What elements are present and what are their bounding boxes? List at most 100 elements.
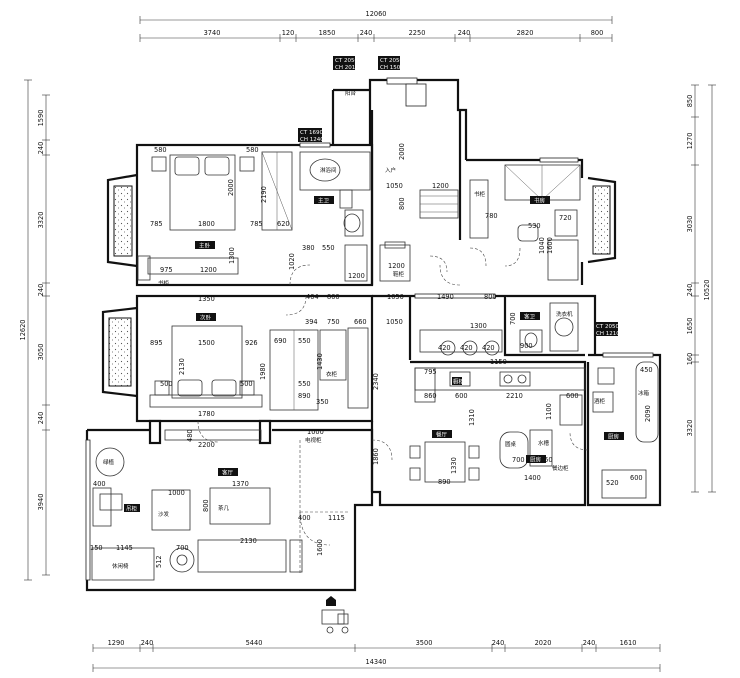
room-bath-b: 客卫 [524, 313, 536, 321]
note-wardrobe: 衣柜 [326, 370, 338, 378]
m580b: 580 [246, 146, 259, 154]
top-dimensions: 12060 3740 120 1850 240 2250 240 2820 80… [139, 10, 613, 42]
m2340: 2340 [372, 373, 380, 390]
dim-left-2: 3320 [37, 212, 45, 229]
dim-top-1: 120 [282, 29, 295, 37]
m895: 895 [150, 339, 163, 347]
m800d: 800 [202, 499, 210, 512]
m500a: 500 [160, 380, 173, 388]
dim-top-0: 3740 [204, 29, 221, 37]
m404: 404 [306, 293, 319, 301]
m1370: 1370 [232, 480, 249, 488]
m700a: 700 [509, 312, 517, 325]
m1310: 1310 [468, 409, 476, 426]
m1400: 1400 [524, 474, 541, 482]
tag-3b: CH 1240 [300, 137, 324, 143]
dim-top-5: 240 [458, 29, 471, 37]
note-tea: 茶几 [218, 504, 230, 512]
note-desk: 书柜 [158, 279, 170, 287]
kitchen-a-fixtures: 795 860 600 2210 600 1100 橱柜 水槽 [414, 367, 586, 447]
m1860: 1860 [372, 448, 380, 465]
entry-area: 阳台 入户 1050 1200 800 2000 1200 鞋柜 [345, 89, 459, 282]
bath-a-fixtures: 淋浴间 主卫 380 550 1020 1200 [288, 151, 371, 282]
note-balcony: 阳台 [345, 89, 357, 97]
m800a: 800 [398, 197, 406, 210]
m1200c: 1200 [388, 262, 405, 270]
m350: 350 [316, 398, 329, 406]
m550c: 550 [298, 380, 311, 388]
dim-left-4: 3050 [37, 344, 45, 361]
note-tv-a: 电视柜 [305, 436, 322, 444]
dim-left-0: 1590 [37, 110, 45, 127]
m1600: 1600 [546, 237, 554, 254]
m500b: 500 [240, 380, 253, 388]
m1115: 1115 [328, 514, 345, 522]
note-note-b: 酒柜 [594, 397, 606, 405]
m1050b: 1050 [387, 293, 404, 301]
corridor-dims: 404 800 1050 1490 800 394 750 660 1050 [305, 293, 497, 326]
m1500: 1500 [198, 339, 215, 347]
m2000a: 2000 [227, 179, 235, 196]
dim-left-6: 3940 [37, 494, 45, 511]
room-dining: 餐厅 [436, 431, 448, 439]
note-wash: 洗衣机 [556, 310, 573, 318]
m890b: 890 [438, 478, 451, 486]
living-furniture: 480 2200 1000 电视柜 绿植 客厅 吊柜 400 1370 1000… [90, 428, 350, 581]
dim-top-4: 2250 [409, 29, 426, 37]
m1600b: 1600 [316, 539, 324, 556]
m1020: 1020 [288, 253, 296, 270]
m550b: 550 [298, 337, 311, 345]
m2210: 2210 [506, 392, 523, 400]
note-sofa: 沙发 [158, 510, 170, 518]
m900: 900 [520, 342, 533, 350]
m2000b: 2000 [398, 143, 406, 160]
tag-1a: CT 2050 [335, 58, 358, 64]
m600b: 600 [566, 392, 579, 400]
dim-top-6: 2820 [517, 29, 534, 37]
m785b: 785 [250, 220, 263, 228]
m600c: 600 [630, 474, 643, 482]
m1000a: 1000 [307, 428, 324, 436]
m400b: 400 [298, 514, 311, 522]
m785a: 785 [150, 220, 163, 228]
m720: 720 [559, 214, 572, 222]
bottom-dimensions: 1290 240 5440 3500 240 2020 240 1610 143… [92, 639, 661, 672]
m650: 650 [540, 456, 553, 464]
dim-right-5: 160 [686, 353, 694, 366]
m480: 480 [186, 429, 194, 442]
m400: 400 [93, 480, 106, 488]
m860: 860 [424, 392, 437, 400]
note-note-c: 餐边柜 [552, 464, 569, 472]
m1350: 1350 [198, 295, 215, 303]
m926: 926 [245, 339, 258, 347]
note-entry: 入户 [385, 166, 396, 174]
dim-left-3: 240 [37, 284, 45, 297]
dim-bottom-4: 240 [492, 639, 505, 647]
m2190: 2190 [260, 186, 268, 203]
tag-2a: CT 2050 [380, 58, 403, 64]
dim-right-0: 850 [686, 95, 694, 108]
kitchen-b-fixtures: 厨房 450 2090 520 600 冰箱 酒柜 [592, 361, 659, 499]
m800c: 800 [484, 293, 497, 301]
m780: 780 [485, 212, 498, 220]
m1490: 1490 [437, 293, 454, 301]
note-shower: 淋浴间 [320, 166, 337, 174]
left-dimensions: 1590 240 3320 240 3050 240 3940 12620 [19, 79, 50, 581]
room-living: 客厅 [222, 469, 234, 477]
m2130a: 2130 [178, 358, 186, 375]
dim-right-2: 3030 [686, 216, 694, 233]
bedroom-a-furniture: 580 580 2000 1800 785 785 620 2190 975 1… [137, 146, 293, 303]
dim-top-7: 800 [591, 29, 604, 37]
m975: 975 [160, 266, 173, 274]
m800b: 800 [327, 293, 340, 301]
dim-bottom-0: 1290 [108, 639, 125, 647]
m1200b: 1200 [348, 272, 365, 280]
room-bath-a: 主卫 [318, 197, 330, 205]
dim-left-total: 12620 [19, 320, 27, 341]
dim-right-1: 1270 [686, 133, 694, 150]
dim-bottom-5: 2020 [535, 639, 552, 647]
note-sofa-b: 休闲椅 [112, 562, 129, 570]
dim-bottom-7: 1610 [620, 639, 637, 647]
m660: 660 [354, 318, 367, 326]
bay-windows [101, 173, 617, 398]
